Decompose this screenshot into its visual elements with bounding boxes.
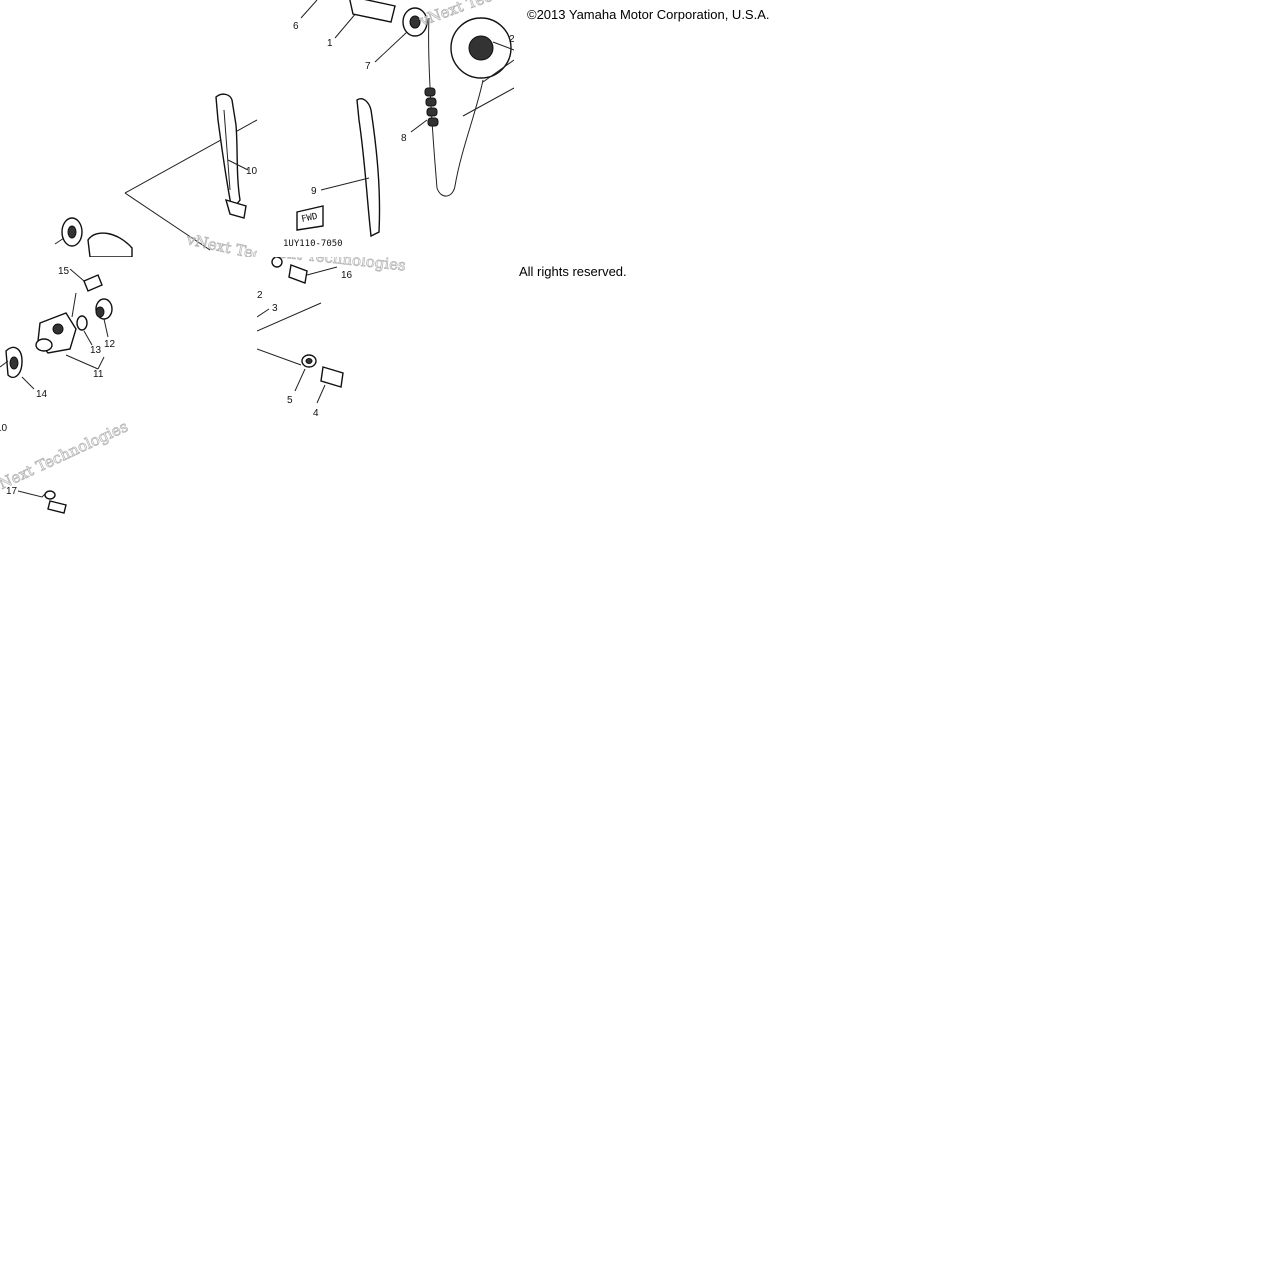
cam-sprocket-hub <box>468 35 494 61</box>
leader-line <box>54 237 65 245</box>
callout-10: 10 <box>246 166 257 177</box>
callout-16: 16 <box>341 270 353 281</box>
callout-1: 1 <box>327 38 333 49</box>
leader-line <box>0 360 9 368</box>
leader-line <box>17 490 49 498</box>
leader-line <box>294 368 306 392</box>
copyright-notice: ©2013 Yamaha Motor Corporation, U.S.A. <box>527 7 770 22</box>
leader-line <box>71 292 77 318</box>
cam-guide-drawing: 10 vNext Technologies <box>54 93 257 257</box>
gasket-14-hole <box>9 356 19 370</box>
fwd-tag <box>296 205 324 231</box>
callout-8: 8 <box>401 133 407 144</box>
tensioner-drawing: 15 12 13 11 14 10 17 vNext Technologies <box>0 266 131 514</box>
tensioner-cap <box>35 338 53 352</box>
guide-bracket <box>224 198 247 219</box>
chain-guide-9 <box>356 98 381 238</box>
washer-16 <box>271 257 283 268</box>
diagram-tile-cam-sprocket: 6 1 7 8 9 FWD 1UY1 <box>257 0 514 257</box>
washer-13 <box>76 315 88 331</box>
chain-guide-edge <box>223 109 231 191</box>
callout-14: 14 <box>36 389 48 400</box>
bearing-7-hub <box>409 15 421 29</box>
leader-line <box>83 330 93 346</box>
bolt-17 <box>47 500 67 514</box>
chain-links <box>424 87 439 127</box>
leader-line <box>374 31 408 63</box>
callout-11: 11 <box>93 369 104 380</box>
leader-line <box>227 159 249 171</box>
bracket-line-11 <box>65 354 105 370</box>
callout-2-partial: 2 <box>509 34 514 45</box>
rights-notice: All rights reserved. <box>519 264 627 279</box>
callout-2: 2 <box>257 290 263 301</box>
sprocket-bolt <box>492 41 514 51</box>
washer-17 <box>44 490 56 500</box>
leader-line <box>320 177 370 191</box>
watermark-text: vNext Technologies <box>0 417 131 497</box>
camshaft-end <box>349 0 396 23</box>
callout-9: 9 <box>311 186 317 197</box>
leader-line <box>334 11 358 39</box>
diagram-tile-tensioner: 15 12 13 11 14 10 17 vNext Technologies <box>0 257 257 514</box>
leader-line <box>410 119 428 133</box>
callout-7: 7 <box>365 61 371 72</box>
callout-3: 3 <box>272 303 278 314</box>
washer-5-hole <box>305 358 313 364</box>
tensioner-bore <box>52 323 64 335</box>
cam-chain <box>428 17 484 197</box>
fwd-mark: FWD <box>301 212 319 225</box>
chain-guide-part <box>215 93 241 212</box>
frame-line <box>257 302 322 366</box>
reference-code: 1UY110-7050 <box>283 239 343 249</box>
plug-12-hole <box>95 306 105 318</box>
leader-line <box>306 266 338 276</box>
cam-sprocket-drawing: 6 1 7 8 9 FWD 1UY1 <box>283 0 514 249</box>
camshaft-part <box>87 232 133 257</box>
leader-line <box>257 308 270 318</box>
frame-line <box>482 59 514 83</box>
leader-line <box>21 376 35 390</box>
leader-line <box>300 0 318 19</box>
frame-line <box>462 87 514 117</box>
bolt-15 <box>83 274 103 292</box>
callout-10-partial: 10 <box>0 423 8 434</box>
callout-12: 12 <box>104 339 116 350</box>
bolt-4 <box>320 366 344 388</box>
callout-4: 4 <box>313 408 319 419</box>
callout-5: 5 <box>287 395 293 406</box>
frame-line <box>124 192 211 251</box>
callout-13: 13 <box>90 345 102 356</box>
callout-6: 6 <box>293 21 299 32</box>
bearing-hub <box>67 225 77 239</box>
leader-line <box>103 318 109 338</box>
bolt-16 <box>288 264 308 284</box>
diagram-tile-cam-guide: 10 vNext Technologies <box>0 0 257 257</box>
bolts-drawing: 16 2 3 5 4 vNext Technologies <box>257 257 407 419</box>
diagram-tile-bolts: 16 2 3 5 4 vNext Technologies <box>257 257 514 514</box>
leader-line <box>69 268 85 282</box>
leader-line <box>316 384 326 404</box>
callout-15: 15 <box>58 266 70 277</box>
callout-17: 17 <box>6 486 18 497</box>
watermark-text: vNext Technologies <box>184 230 257 257</box>
